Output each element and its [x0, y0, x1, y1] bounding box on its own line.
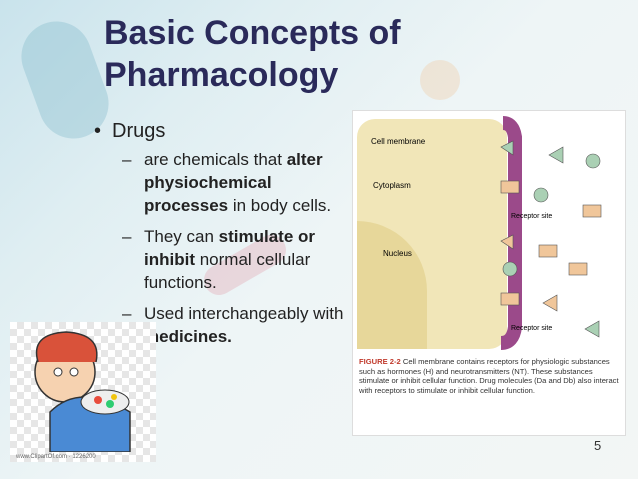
nt-molecule-icon — [582, 204, 602, 218]
bullet-list: • Drugs – are chemicals that alter physio… — [94, 118, 344, 348]
hormone-h-icon — [584, 320, 600, 338]
label-cytoplasm: Cytoplasm — [373, 181, 411, 190]
da-molecule-icon — [568, 262, 588, 276]
sub1-text: are chemicals that — [144, 150, 287, 169]
sub-bullet-1: – are chemicals that alter physiochemica… — [94, 148, 344, 217]
sub2-text-end: normal cellular functions. — [144, 250, 311, 292]
sub3-bold: medicines. — [144, 327, 232, 346]
hormone-h-icon — [533, 187, 549, 203]
nt-molecule-icon — [538, 244, 558, 258]
slide-title: Basic Concepts of Pharmacology — [104, 12, 524, 96]
receptor-nt-icon — [500, 292, 520, 306]
db-molecule-icon — [542, 294, 558, 312]
caption-label: FIGURE 2-2 — [359, 357, 401, 366]
sub-bullet-3: – Used interchangeably with medicines. — [94, 302, 344, 348]
receptor-da-icon — [500, 180, 520, 194]
nucleus-shape — [357, 221, 427, 349]
clipart-person-with-pills: www.ClipartOf.com · 1226200 — [10, 322, 156, 462]
sub-bullet-2: – They can stimulate or inhibit normal c… — [94, 225, 344, 294]
receptor-diagram — [357, 116, 602, 350]
hormone-h-icon — [585, 153, 601, 169]
receptor-h-icon — [502, 261, 518, 277]
bullet-drugs: • Drugs — [94, 118, 344, 144]
sub1-bold: alter physiochemical processes — [144, 150, 323, 215]
label-receptor-site: Receptor site — [511, 325, 553, 332]
dash-icon: – — [122, 150, 132, 169]
membrane-shape — [500, 116, 522, 350]
receptor-h-icon — [500, 140, 514, 156]
bullet-dot-icon: • — [94, 120, 102, 142]
dash-icon: – — [122, 227, 132, 246]
clipart-watermark: www.ClipartOf.com · 1226200 — [16, 454, 96, 460]
sub2-bold: stimulate or inhibit — [144, 227, 316, 269]
sub3-text: Used interchangeably with — [144, 304, 344, 323]
label-receptor-site: Receptor site — [511, 213, 553, 220]
title-line-2: Pharmacology — [104, 56, 339, 94]
label-cell-membrane: Cell membrane — [371, 137, 426, 146]
person-pills-icon — [34, 331, 131, 453]
background-pill-decor — [420, 60, 460, 100]
figure-cell-membrane: Cell membrane Cytoplasm Nucleus Receptor… — [352, 110, 626, 436]
dash-icon: – — [122, 304, 132, 323]
sub2-text: They can — [144, 227, 219, 246]
page-number: 5 — [594, 438, 602, 453]
bullet-text: Drugs — [112, 120, 166, 142]
sub1-text-end: in body cells. — [228, 196, 332, 215]
label-nucleus: Nucleus — [383, 249, 412, 258]
hormone-h-icon — [548, 146, 564, 164]
receptor-db-icon — [500, 234, 514, 250]
caption-text: Cell membrane contains receptors for phy… — [359, 357, 619, 395]
title-line-1: Basic Concepts of — [104, 14, 401, 52]
figure-caption: FIGURE 2-2 Cell membrane contains recept… — [359, 357, 621, 395]
